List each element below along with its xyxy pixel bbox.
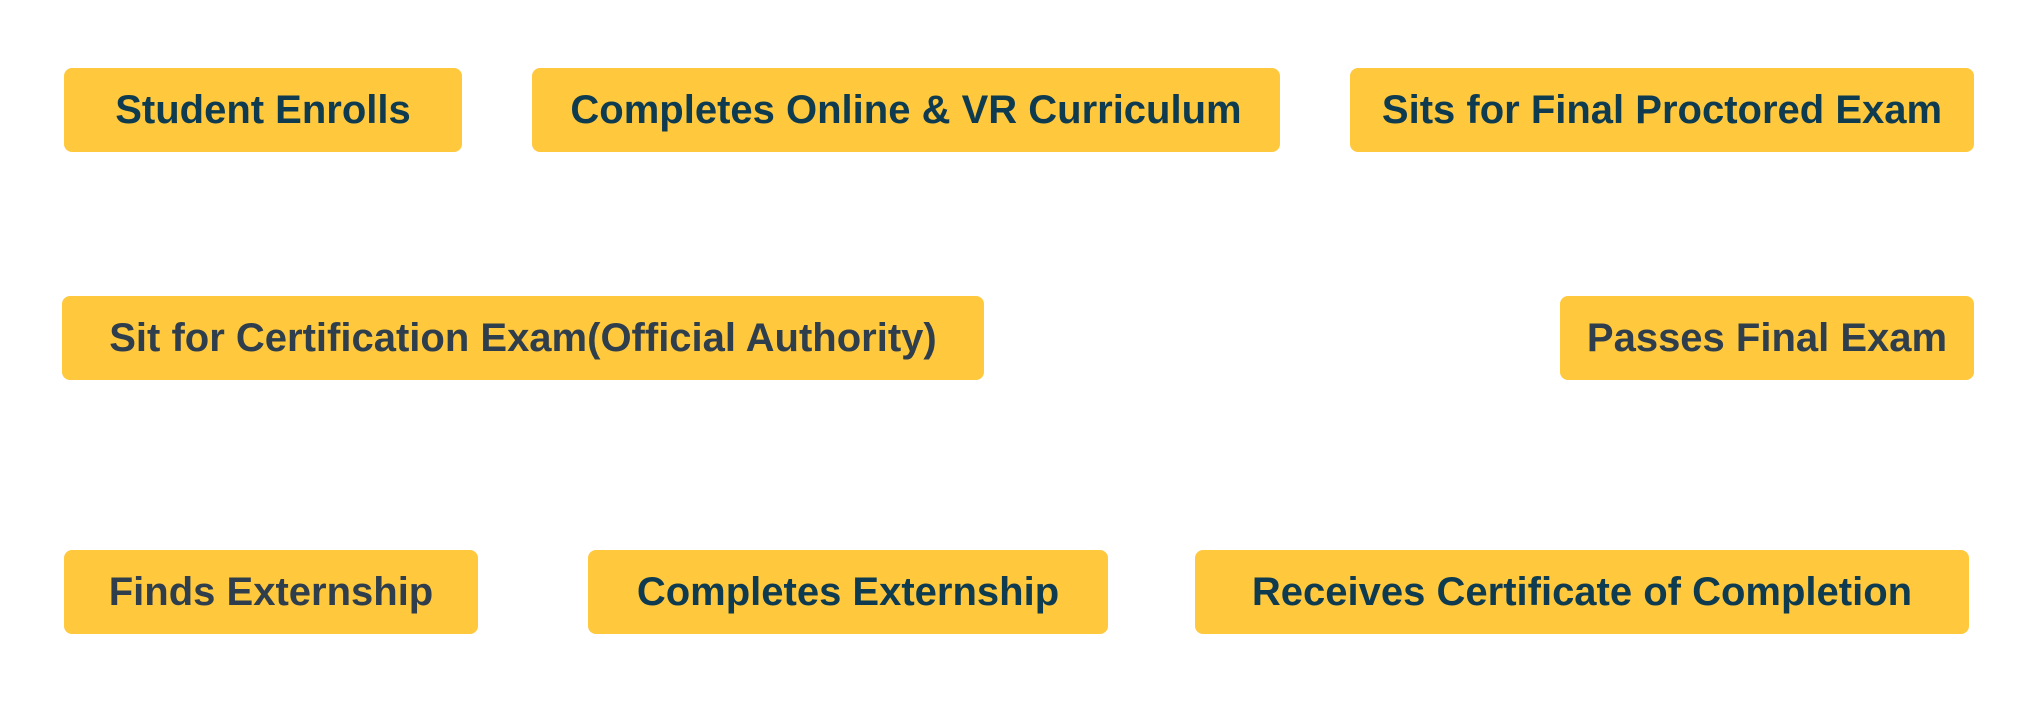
step-passes-final-exam: Passes Final Exam [1560,296,1974,380]
step-sits-for-final-proctored-exam: Sits for Final Proctored Exam [1350,68,1974,152]
step-label: Completes Online & VR Curriculum [570,87,1242,132]
step-completes-externship: Completes Externship [588,550,1108,634]
step-label: Student Enrolls [115,87,411,132]
step-finds-externship: Finds Externship [64,550,478,634]
step-receives-certificate: Receives Certificate of Completion [1195,550,1969,634]
step-label: Completes Externship [636,569,1060,614]
step-sit-for-certification-exam: Sit for Certification Exam(Official Auth… [62,296,984,380]
step-label: Finds Externship [108,569,434,614]
step-completes-online-vr-curriculum: Completes Online & VR Curriculum [532,68,1280,152]
step-student-enrolls: Student Enrolls [64,68,462,152]
step-label: Sits for Final Proctored Exam [1381,87,1943,132]
step-label: Receives Certificate of Completion [1251,569,1913,614]
step-label: Sit for Certification Exam(Official Auth… [109,315,937,360]
step-label: Passes Final Exam [1586,315,1948,360]
